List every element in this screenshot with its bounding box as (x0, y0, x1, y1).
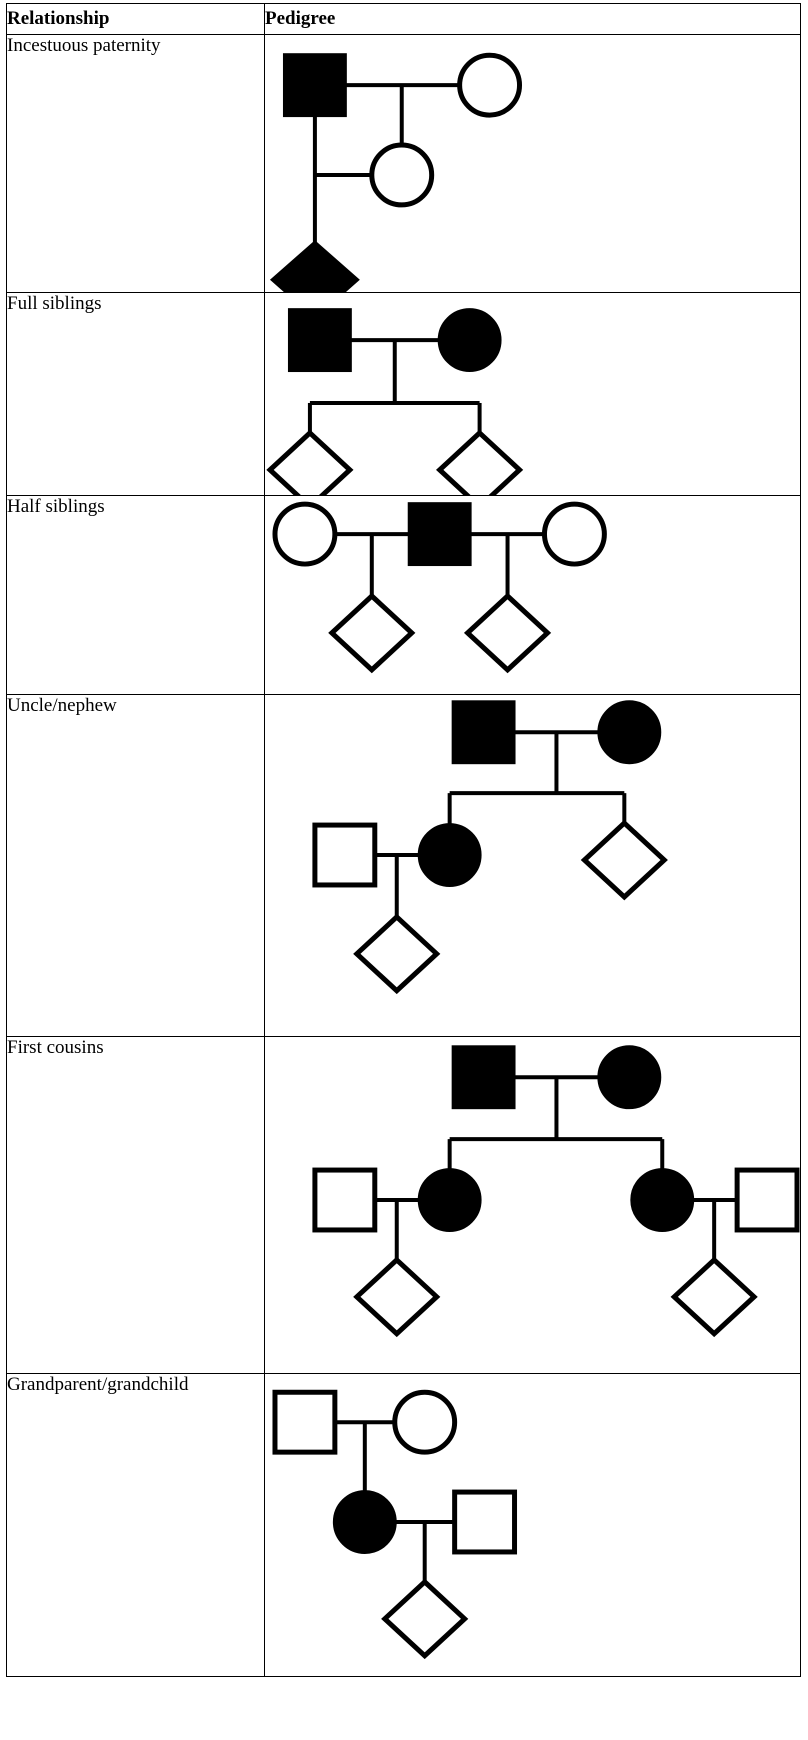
symbol-filled-diamond-child (269, 240, 360, 292)
relationship-label-first-cousins: First cousins (6, 1036, 265, 1374)
symbol-open-diamond-grandchild (381, 1578, 469, 1660)
symbol-filled-circle-daughter (332, 1490, 397, 1554)
pedigree-svg-full-siblings (266, 308, 524, 495)
relationship-label-full-siblings: Full siblings (6, 292, 265, 496)
symbol-filled-circle-daughter-2 (630, 1168, 695, 1232)
relationship-label-grandparent-grandchild: Grandparent/grandchild (6, 1373, 265, 1677)
symbol-open-circle-grandmother (392, 1389, 458, 1455)
pedigree-diagram-grandparent-grandchild (264, 1373, 801, 1677)
relationship-label-half-siblings: Half siblings (6, 495, 265, 695)
symbol-open-diamond-half-sibling-1 (328, 592, 416, 674)
symbol-filled-square-father (287, 308, 352, 373)
symbol-open-square-daughter-2-partner (734, 1167, 800, 1233)
symbol-filled-circle-daughter-1 (417, 1168, 482, 1232)
table-row: Incestuous paternity (6, 34, 801, 293)
table-row: Grandparent/grandchild (6, 1373, 801, 1677)
table-row: Half siblings (6, 495, 801, 695)
symbol-filled-circle-daughter (417, 823, 482, 887)
pedigree-diagram-full-siblings (264, 292, 801, 496)
relationship-label-uncle-nephew: Uncle/nephew (6, 694, 265, 1037)
symbol-filled-square-shared-father (407, 502, 472, 567)
symbol-open-diamond-cousin-1 (353, 1256, 441, 1338)
symbol-open-diamond-half-sibling-2 (463, 592, 552, 674)
symbol-open-diamond-uncle (580, 819, 668, 901)
pedigree-svg-half-siblings (272, 501, 607, 674)
pedigree-diagram-uncle-nephew (264, 694, 801, 1037)
symbol-open-square-daughter-1-partner (312, 1167, 378, 1233)
symbol-filled-circle-grandmother (597, 700, 662, 765)
pedigree-diagram-first-cousins (264, 1036, 801, 1374)
symbol-open-square-daughter-partner (312, 822, 378, 888)
symbol-open-diamond-cousin-2 (670, 1256, 758, 1338)
pedigree-diagram-incestuous-paternity (264, 34, 801, 293)
pedigree-svg-incestuous-paternity (269, 52, 523, 292)
symbol-open-circle-mother (457, 52, 523, 118)
table-row: Uncle/nephew (6, 694, 801, 1037)
symbol-open-square-grandfather (272, 1389, 338, 1455)
header-pedigree: Pedigree (264, 3, 801, 35)
symbol-filled-square-grandfather (451, 1045, 516, 1110)
symbol-open-diamond-nephew (353, 913, 441, 995)
symbol-open-circle-mother-2 (541, 501, 607, 567)
symbol-open-circle-daughter (369, 142, 435, 208)
symbol-open-diamond-sibling-1 (266, 429, 354, 495)
table-row: First cousins (6, 1036, 801, 1374)
table-header-row: Relationship Pedigree (6, 3, 801, 35)
table-row: Full siblings (6, 292, 801, 496)
pedigree-diagram-half-siblings (264, 495, 801, 695)
symbol-open-circle-mother-1 (272, 501, 338, 567)
pedigree-svg-uncle-nephew (312, 700, 668, 995)
symbol-filled-square-father (282, 53, 347, 118)
pedigree-svg-first-cousins (312, 1045, 800, 1338)
symbol-filled-square-grandfather (451, 700, 516, 765)
relationship-pedigree-table: Relationship Pedigree Incestuous paterni… (6, 3, 801, 1677)
pedigree-svg-grandparent-grandchild (272, 1389, 518, 1660)
relationship-label-incestuous-paternity: Incestuous paternity (6, 34, 265, 293)
symbol-filled-circle-grandmother (597, 1045, 662, 1110)
symbol-open-square-daughter-partner (452, 1489, 518, 1555)
symbol-open-diamond-sibling-2 (435, 429, 524, 495)
header-relationship: Relationship (6, 3, 265, 35)
symbol-filled-circle-mother (437, 308, 502, 373)
